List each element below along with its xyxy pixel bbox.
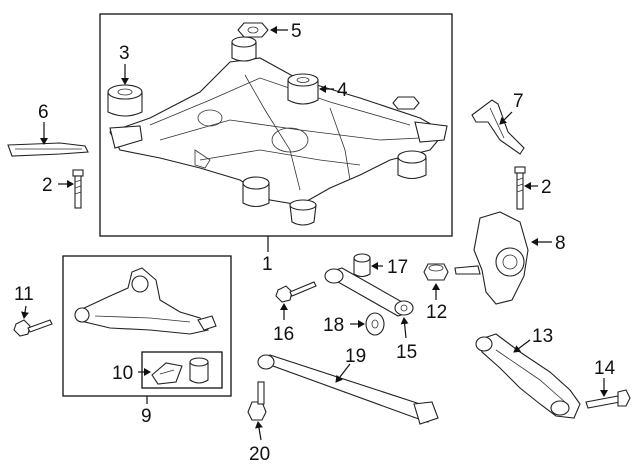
callout-11: 11 [14,284,34,305]
frame-bushing-lower-mid [289,199,317,226]
callout-19: 19 [345,346,366,367]
callout-15: 15 [396,342,417,363]
trailing-arm-13[interactable] [475,333,581,419]
bolt-2-left[interactable] [72,169,84,209]
bracket-7[interactable] [471,99,525,155]
callout-14: 14 [594,358,616,379]
callout-5: 5 [291,21,302,42]
upper-control-arm[interactable] [74,267,217,335]
callout-13: 13 [532,326,553,347]
washer-18[interactable] [365,312,385,336]
bolt-11[interactable] [13,319,53,337]
callout-7: 7 [513,91,524,112]
knuckle-8[interactable] [454,211,529,305]
callout-2-left: 2 [42,175,53,196]
frame-bushing-lower-left [242,176,270,208]
frame-bushing-upper-left [231,36,257,62]
callout-6: 6 [38,102,49,123]
bushing-17[interactable] [353,253,371,278]
lower-link-19[interactable] [257,354,439,425]
bushing-10[interactable] [189,357,209,384]
frame-bushing-right [397,150,427,180]
bushing-3[interactable] [107,84,143,117]
bolt-14[interactable] [585,389,631,409]
crossmember-group-box [99,13,453,237]
callout-2-right: 2 [541,177,552,198]
frame-nut-right [392,96,420,110]
crossmember-frame[interactable] [109,57,448,206]
callout-labels: 1 2 2 3 4 5 6 7 8 9 10 11 12 13 14 15 16… [14,21,616,465]
lateral-link-15[interactable] [324,267,414,317]
bolt-20[interactable] [247,381,267,421]
bracket-6[interactable] [7,142,89,157]
callout-12: 12 [426,302,447,323]
callout-1: 1 [262,254,273,275]
bolt-16[interactable] [275,281,317,303]
leader-lines [21,26,608,441]
callout-16: 16 [273,324,294,345]
callout-8: 8 [555,233,566,254]
nut-12[interactable] [423,263,449,281]
mount-4[interactable] [287,73,319,105]
callout-20: 20 [249,444,270,465]
callout-9: 9 [141,406,152,427]
callout-10: 10 [112,363,133,384]
callout-3: 3 [119,43,130,64]
nut-5[interactable] [237,22,269,38]
callout-17: 17 [387,257,408,278]
subpart-box [141,351,223,389]
callout-4: 4 [337,80,348,101]
bracket-10[interactable] [151,362,183,385]
bolt-2-right[interactable] [514,166,526,210]
callout-18: 18 [323,315,344,336]
